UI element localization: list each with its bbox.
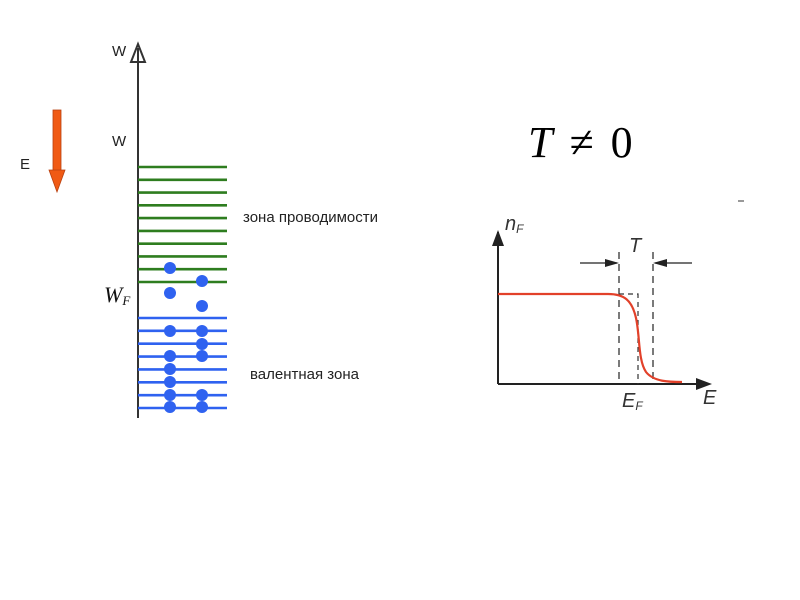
width-label: T — [629, 235, 643, 257]
width-arrow-right-head — [653, 259, 667, 267]
electron — [196, 389, 208, 401]
width-arrow-left-head — [605, 259, 619, 267]
fermi-y-label: nF — [505, 213, 524, 236]
valence-band-label: валентная зона — [250, 366, 360, 383]
fermi-level-subscript: F — [121, 293, 131, 308]
electron — [196, 401, 208, 413]
field-arrow-head — [48, 169, 66, 194]
electron — [164, 363, 176, 375]
electrons — [164, 262, 208, 413]
electron — [196, 275, 208, 287]
electron — [164, 325, 176, 337]
fermi-energy-label-main: E — [622, 390, 636, 412]
title-formula: T ≠ 0 — [528, 118, 633, 167]
electric-field-indicator: E — [20, 109, 66, 194]
electron — [164, 287, 176, 299]
conduction-band — [138, 165, 227, 284]
fermi-energy-label-sub: F — [635, 399, 643, 413]
fermi-x-label: E — [703, 387, 717, 409]
field-arrow-shaft — [52, 109, 62, 173]
formula-op: ≠ — [569, 118, 593, 167]
formula-text: T ≠ 0 — [528, 118, 633, 167]
electron — [164, 376, 176, 388]
electron — [164, 350, 176, 362]
fermi-level-label: WF — [104, 282, 131, 308]
formula-lhs: T — [528, 118, 556, 167]
formula-rhs: 0 — [611, 118, 633, 167]
fermi-y-label-main: n — [505, 213, 516, 235]
electron — [164, 389, 176, 401]
fermi-y-label-sub: F — [516, 222, 524, 236]
fermi-x-arrowhead — [696, 378, 712, 390]
fermi-energy-label: EF — [622, 390, 643, 413]
axis-label-top: W — [112, 43, 127, 60]
electron — [164, 262, 176, 274]
band-diagram: W W WF зона проводимости валентная зона — [104, 41, 378, 418]
fermi-plot: nF E EF T — [492, 213, 717, 413]
fermi-dirac-curve — [498, 292, 683, 384]
electron — [164, 401, 176, 413]
axis-label-mid: W — [112, 133, 127, 150]
electron — [196, 325, 208, 337]
valence-band — [138, 316, 227, 410]
fermi-y-arrowhead — [492, 230, 504, 246]
electron — [196, 350, 208, 362]
electron — [196, 338, 208, 350]
conduction-band-label: зона проводимости — [243, 209, 378, 226]
fermi-level-letter: W — [104, 282, 124, 307]
field-label: E — [20, 156, 30, 173]
energy-axis-arrowhead — [129, 41, 147, 63]
electron — [196, 300, 208, 312]
width-dash-box — [619, 293, 639, 384]
